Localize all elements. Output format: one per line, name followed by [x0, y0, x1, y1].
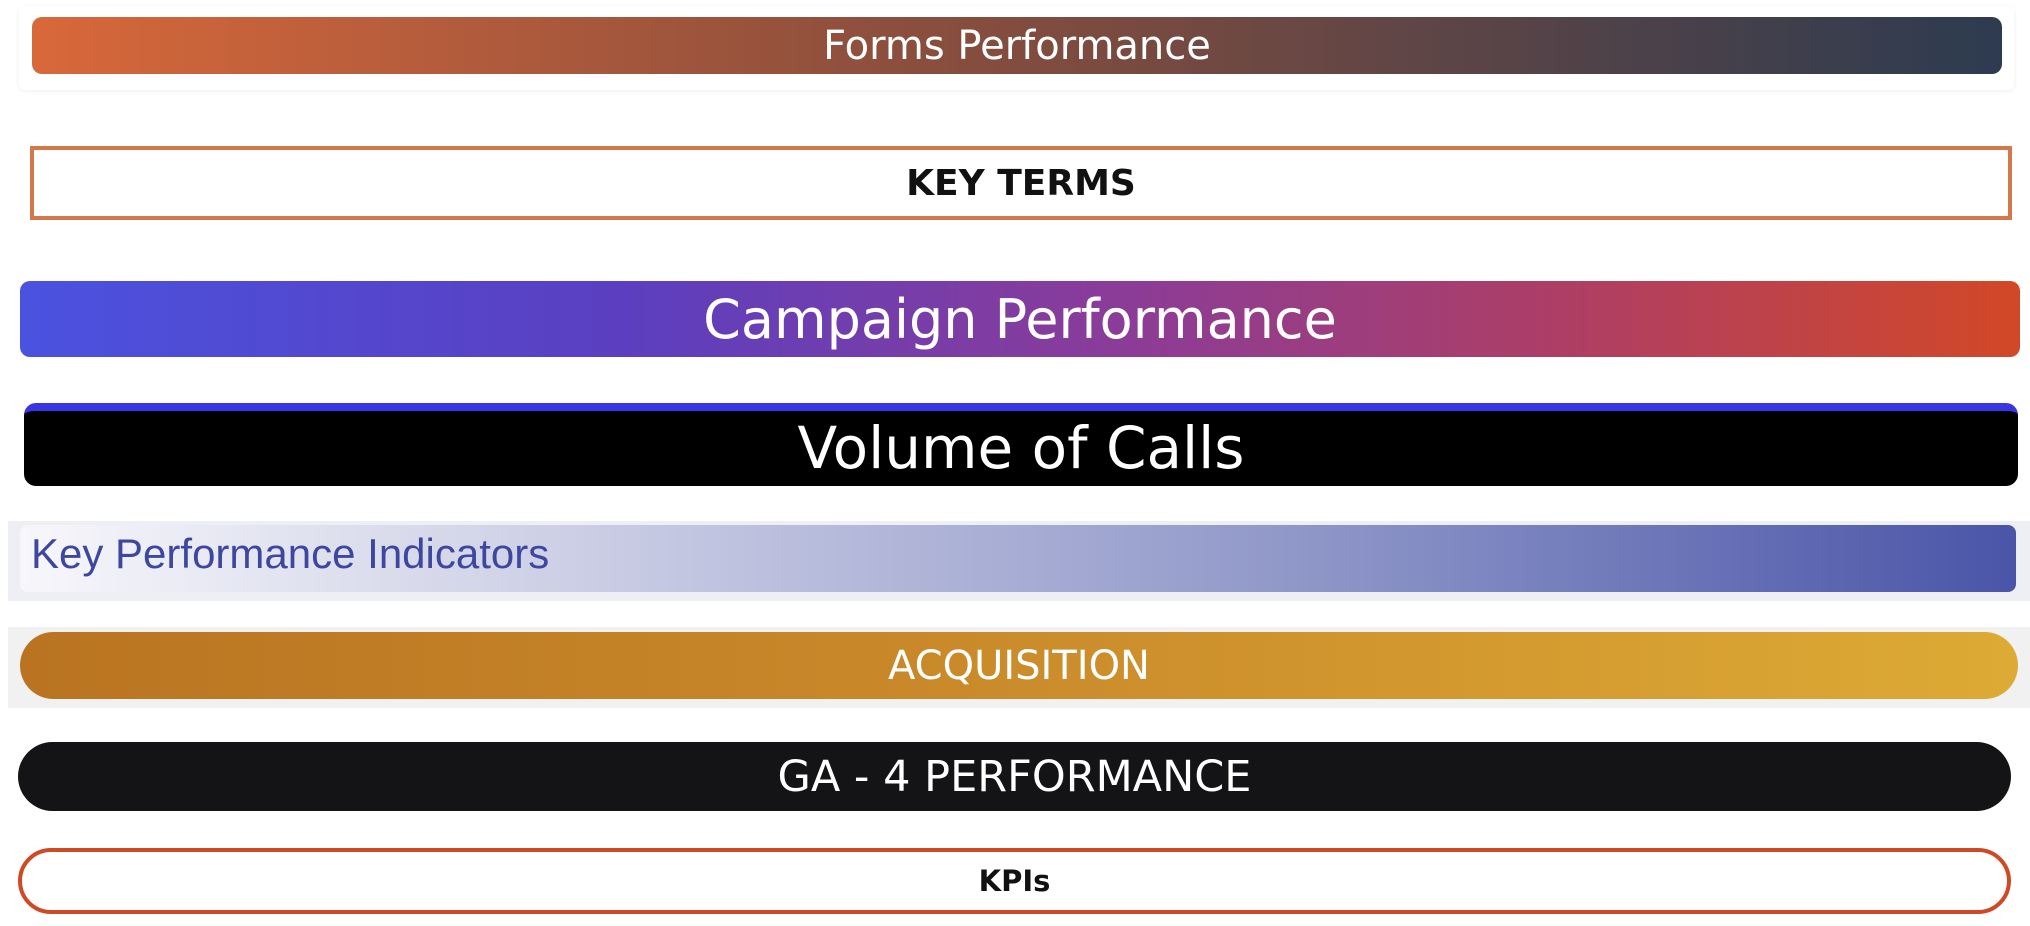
volume-of-calls-banner: Volume of Calls: [24, 403, 2018, 486]
kpis-banner: KPIs: [18, 848, 2011, 914]
key-performance-indicators-title: Key Performance Indicators: [31, 529, 550, 577]
acquisition-title: ACQUISITION: [888, 642, 1150, 689]
ga4-performance-banner: GA - 4 PERFORMANCE: [18, 742, 2011, 811]
forms-performance-title: Forms Performance: [823, 22, 1211, 69]
forms-performance-banner: Forms Performance: [32, 17, 2002, 74]
volume-of-calls-title: Volume of Calls: [797, 413, 1245, 482]
key-performance-indicators-banner: Key Performance Indicators: [20, 525, 2016, 592]
campaign-performance-title: Campaign Performance: [703, 287, 1337, 351]
key-terms-banner: KEY TERMS: [30, 146, 2012, 220]
campaign-performance-banner: Campaign Performance: [20, 281, 2020, 357]
kpis-title: KPIs: [978, 864, 1051, 898]
key-terms-title: KEY TERMS: [906, 162, 1136, 204]
acquisition-banner: ACQUISITION: [20, 632, 2018, 699]
ga4-performance-title: GA - 4 PERFORMANCE: [777, 751, 1252, 802]
